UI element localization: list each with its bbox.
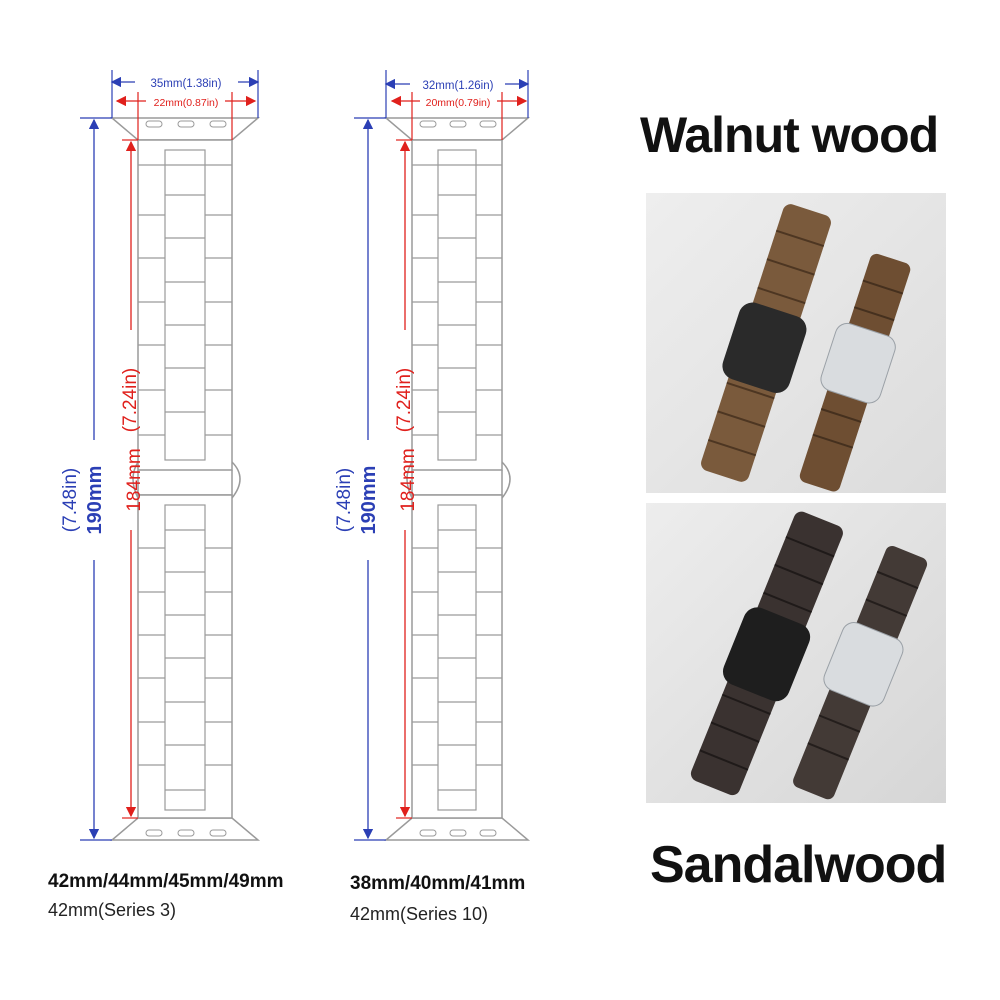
right-size-list: 38mm/40mm/41mm (350, 873, 526, 894)
left-upper-band (137, 139, 233, 471)
left-length-band-in: (7.24in) (120, 368, 141, 432)
walnut-watch-illustration (701, 204, 911, 492)
right-width-dimensions: 32mm(1.26in) 20mm(0.79in) (384, 70, 530, 140)
right-upper-band (411, 139, 503, 471)
left-width-inner-label: 22mm(0.87in) (154, 97, 219, 109)
right-length-total-in: (7.48in) (334, 468, 355, 532)
right-length-dimensions: (7.48in) 190mm (7.24in) 184mm (334, 117, 419, 841)
sandalwood-band-photo (646, 503, 946, 803)
right-band-diagram: 32mm(1.26in) 20mm(0.79in) (7.48in) 190mm… (334, 70, 531, 841)
left-width-dimensions: 35mm(1.38in) 22mm(0.87in) (110, 70, 260, 140)
left-size-list: 42mm/44mm/45mm/49mm (48, 871, 284, 892)
walnut-title: Walnut wood (640, 107, 939, 163)
left-lower-links (138, 504, 232, 811)
right-length-band-in: (7.24in) (394, 368, 415, 432)
left-bottom-lug (109, 817, 261, 841)
sandalwood-title: Sandalwood (650, 836, 947, 894)
right-width-inner-label: 20mm(0.79in) (426, 97, 491, 109)
left-band-diagram: 35mm(1.38in) 22mm(0.87in) (7.48in) 190mm… (60, 70, 261, 841)
left-length-total-in: (7.48in) (60, 468, 81, 532)
walnut-band-photo (646, 193, 946, 493)
right-lower-links (412, 504, 502, 811)
right-width-outer-label: 32mm(1.26in) (423, 80, 494, 92)
right-series-note: 42mm(Series 10) (350, 904, 489, 924)
left-length-band-mm: 184mm (124, 448, 145, 511)
sandalwood-watch-illustration (690, 511, 928, 800)
left-length-dimensions: (7.48in) 190mm (7.24in) 184mm (60, 117, 145, 841)
right-lower-band (411, 494, 503, 819)
right-bottom-lug (383, 817, 531, 841)
left-series-note: 42mm(Series 3) (48, 900, 177, 920)
right-length-total-mm: 190mm (358, 466, 380, 535)
band-dimension-diagrams: 35mm(1.38in) 22mm(0.87in) (7.48in) 190mm… (60, 70, 531, 841)
right-length-band-mm: 184mm (398, 448, 419, 511)
left-length-total-mm: 190mm (84, 466, 106, 535)
left-lower-band (137, 494, 233, 819)
left-width-outer-label: 35mm(1.38in) (151, 78, 222, 90)
right-upper-links (412, 149, 502, 461)
left-upper-links (138, 149, 232, 461)
